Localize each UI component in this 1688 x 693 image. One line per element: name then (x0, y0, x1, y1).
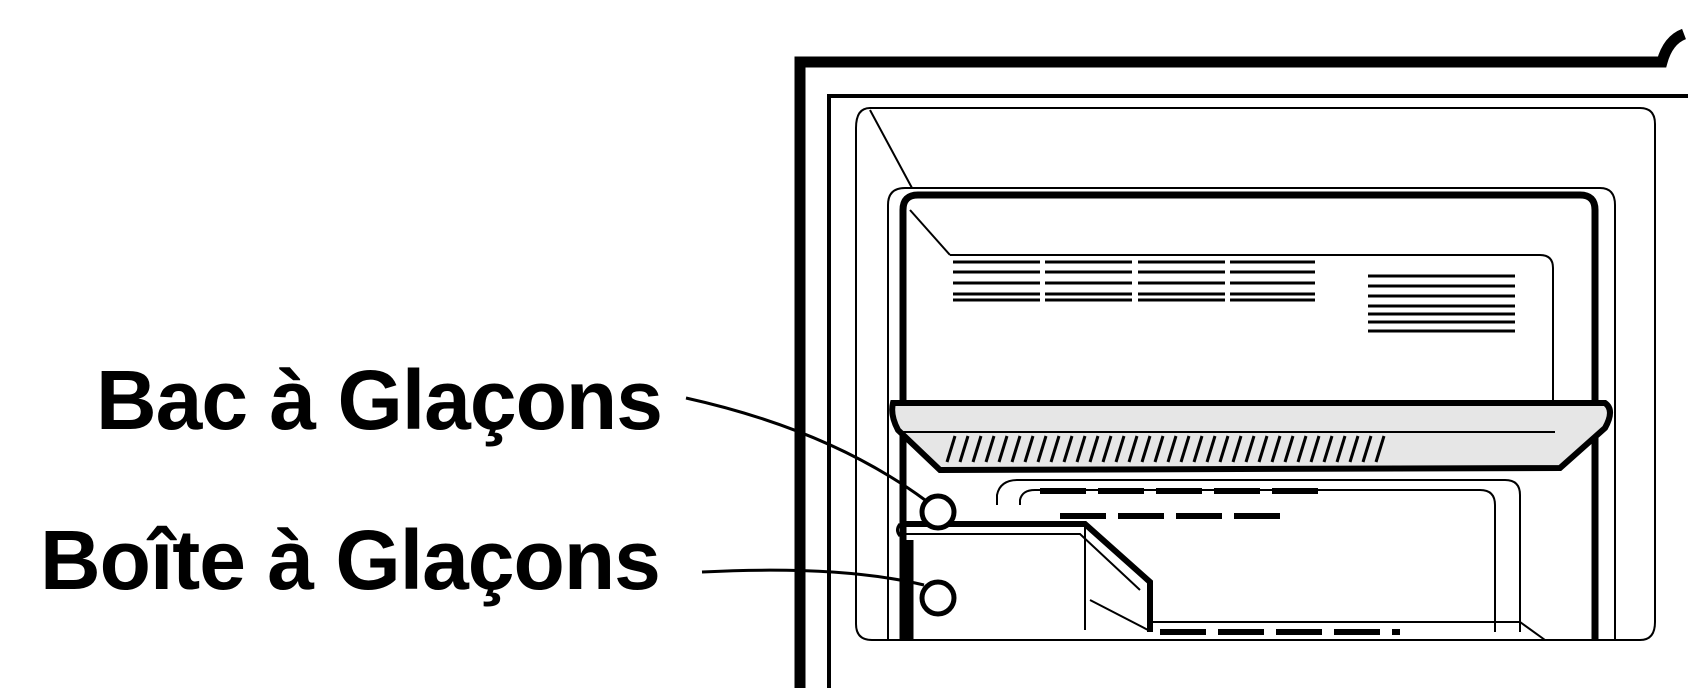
shelf-rib (1296, 435, 1308, 463)
cabinet-inner-edge (827, 94, 1688, 688)
shelf-rib (1075, 435, 1087, 463)
shelf-body (889, 400, 1613, 474)
shelf-rib (1192, 435, 1204, 463)
shelf-rib (1244, 435, 1256, 463)
vent-grille-left (953, 260, 1315, 302)
shelf-rib (1036, 435, 1048, 463)
shelf-rib (971, 435, 983, 463)
ice-tray-marker (919, 493, 957, 531)
shelf-rib (1088, 435, 1100, 463)
shelf-rib (1205, 435, 1217, 463)
vent-grille-right (1368, 274, 1515, 333)
shelf-rib (1153, 435, 1165, 463)
ice-tray-label: Bac à Glaçons (96, 353, 663, 447)
shelf-rib (1322, 435, 1334, 463)
shelf-rib (984, 435, 996, 463)
shelf-rib (1374, 435, 1386, 463)
shelf-rib (1218, 435, 1230, 463)
shelf-rib (1231, 435, 1243, 463)
shelf-rib (945, 435, 957, 463)
vent-grilles (953, 260, 1515, 333)
shelf-rib (1179, 435, 1191, 463)
shelf-rib (1335, 435, 1347, 463)
shelf-rib (1023, 435, 1035, 463)
cabinet-outer-edge (794, 28, 1687, 688)
ice-bin-marker (919, 579, 957, 617)
shelf-rib (1049, 435, 1061, 463)
shelf-rib (1361, 435, 1373, 463)
compartment-liner (855, 107, 1656, 641)
shelf-rib (1127, 435, 1139, 463)
ice-bin-leader (701, 568, 925, 587)
shelf-rib (1140, 435, 1152, 463)
shelf-rib (1010, 435, 1022, 463)
callout-markers (919, 493, 957, 617)
shelf-rib (1348, 435, 1360, 463)
shelf-rib (1270, 435, 1282, 463)
freezer-compartment (855, 107, 1656, 641)
shelf-rib (997, 435, 1009, 463)
freezer-cabinet (794, 28, 1688, 688)
ice-bin (896, 479, 1546, 641)
shelf-rib (1166, 435, 1178, 463)
shelf-rib (1309, 435, 1321, 463)
ice-bin-label: Boîte à Glaçons (40, 513, 661, 607)
shelf-rib (1283, 435, 1295, 463)
ice-tray-leader (685, 396, 926, 502)
shelf-rib (1101, 435, 1113, 463)
shelf-rib (1114, 435, 1126, 463)
inner-box-frame (899, 191, 1599, 640)
ice-tray-shelf (889, 400, 1613, 474)
leader-lines (685, 396, 926, 587)
shelf-rib (1062, 435, 1074, 463)
shelf-rib (958, 435, 970, 463)
shelf-rib (1257, 435, 1269, 463)
